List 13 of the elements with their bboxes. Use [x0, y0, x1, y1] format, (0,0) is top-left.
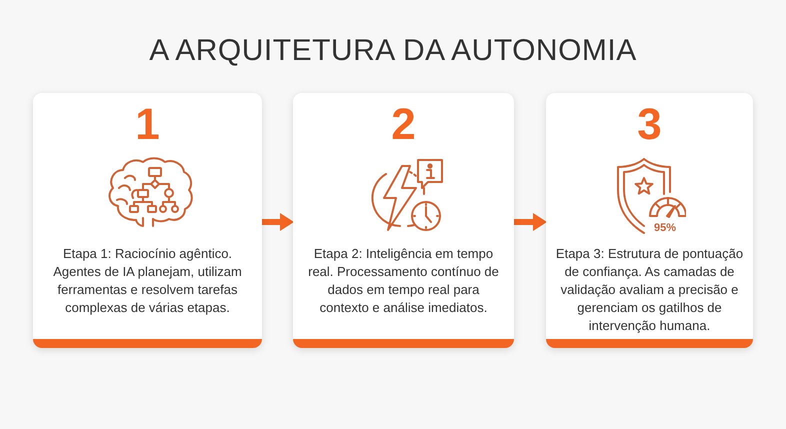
step-number: 1 — [135, 105, 160, 145]
arrow — [514, 213, 547, 231]
step-description: Etapa 3: Estrutura de pontuação de confiança. As camadas de validação avaliam a precisão e gerenciam os gatilhos de intervenção humana. — [554, 245, 744, 335]
arrow — [262, 213, 294, 231]
step-card — [546, 93, 753, 348]
diagram-title: A ARQUITETURA DA AUTONOMIA — [149, 34, 637, 68]
step-description: Etapa 2: Inteligência em tempo real. Processamento contínuo de dados em tempo real para contexto e análise imediatos. — [307, 245, 500, 317]
percentage-label: 95% — [654, 222, 676, 234]
step-description: Etapa 1: Raciocínio agêntico. Agentes de IA planejam, utilizam ferramentas e resolvem tarefas complexas de várias etapas. — [52, 245, 243, 317]
step-number: 3 — [637, 105, 662, 145]
step-card — [33, 93, 262, 348]
step-number: 2 — [391, 105, 416, 145]
step-card — [293, 93, 514, 348]
